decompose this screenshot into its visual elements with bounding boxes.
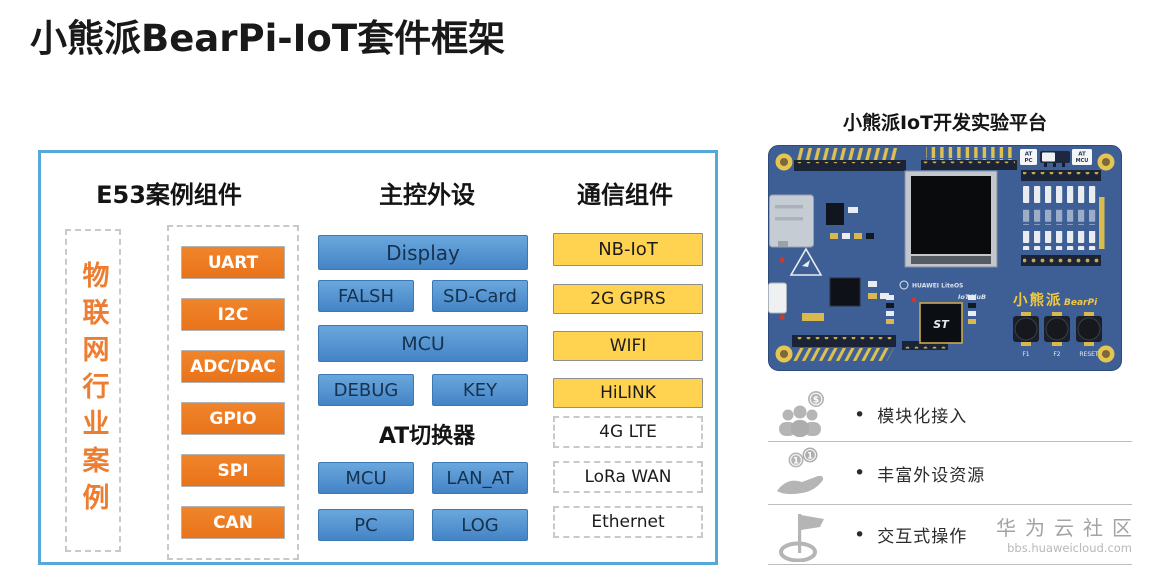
feature-label-interactive: 交互式操作: [877, 527, 968, 547]
framework-diagram: E53案例组件 物联网行业案例 UART I2C ADC/DAC GPIO SP…: [38, 150, 718, 565]
mcu-chip: ST: [919, 302, 963, 344]
f2-button-label: F2: [1053, 351, 1060, 358]
iot-industry-case-label: 物联网行业案例: [77, 261, 109, 520]
iotclub-label: IoTCluB: [958, 293, 986, 301]
e53-module-can: CAN: [181, 506, 285, 539]
f1-button-label: F1: [1022, 351, 1029, 358]
e53-module-gpio: GPIO: [181, 402, 285, 435]
watermark-name: 华为云社区: [996, 516, 1141, 540]
at-mcu-label-line2: MCU: [1076, 158, 1089, 164]
brand-cn-label: 小熊派: [1013, 291, 1063, 309]
peripherals-column-header: 主控外设: [379, 181, 475, 209]
at-switch-lan-at: LAN_AT: [432, 462, 528, 494]
lcd-screen: [904, 170, 998, 268]
peripheral-sd-card: SD-Card: [432, 280, 528, 312]
board-silkscreen: HUAWEI LiteOS IoTCluB: [899, 280, 986, 301]
comm-hilink: HiLINK: [553, 378, 703, 408]
usb-port: [768, 282, 787, 314]
right-component-area: [1021, 170, 1105, 266]
peripheral-debug: DEBUG: [318, 374, 414, 406]
at-switch-mcu: MCU: [318, 462, 414, 494]
dev-board-photo: AT PC AT MCU: [768, 145, 1122, 371]
at-mcu-label-line1: AT: [1078, 152, 1086, 158]
liteos-label: HUAWEI LiteOS: [912, 283, 963, 290]
at-pc-label-line2: PC: [1024, 158, 1032, 164]
comm-wifi: WIFI: [553, 331, 703, 361]
feature-label-modular: 模块化接入: [877, 407, 968, 427]
sd-card-slot: [769, 194, 814, 248]
comm-4g-lte: 4G LTE: [553, 416, 703, 448]
brand-en-label: BearPi: [1064, 298, 1098, 308]
feature-bullet: •: [854, 403, 866, 426]
comm-2g-gprs: 2G GPRS: [553, 284, 703, 314]
platform-title: 小熊派IoT开发实验平台: [842, 112, 1048, 134]
board-components: [779, 203, 976, 361]
peripheral-mcu: MCU: [318, 325, 528, 362]
reset-button-label: RESET: [1079, 351, 1099, 358]
peripheral-falsh: FALSH: [318, 280, 414, 312]
feature-label-peripherals: 丰富外设资源: [877, 465, 986, 486]
feature-row-peripherals: 1 1 • 丰富外设资源: [768, 442, 1132, 505]
top-pin-headers: [794, 147, 1017, 171]
at-mcu-label: [1072, 149, 1092, 165]
st-logo: ST: [933, 318, 950, 331]
users-coin-icon: $: [779, 390, 824, 437]
comm-ethernet: Ethernet: [553, 506, 703, 538]
mode-switch: [1040, 151, 1070, 167]
coin-one-glyph-a: 1: [793, 457, 799, 467]
feature-row-interactive: • 交互式操作: [768, 505, 1132, 565]
feature-bullet: •: [854, 462, 866, 484]
peripheral-key: KEY: [432, 374, 528, 406]
e53-module-adc-dac: ADC/DAC: [181, 350, 285, 383]
comm-nb-iot: NB-IoT: [553, 233, 703, 266]
coin-one-glyph-b: 1: [807, 452, 813, 462]
watermark: 华为云社区 bbs.huaweicloud.com: [950, 516, 1132, 555]
at-switch-header: AT切换器: [378, 424, 476, 449]
e53-modules-box: UART I2C ADC/DAC GPIO SPI CAN: [167, 225, 299, 560]
peripheral-display: Display: [318, 235, 528, 270]
at-pc-label: [1020, 149, 1037, 165]
feature-bullet: •: [854, 523, 866, 546]
feature-row-modular: $ • 模块化接入: [768, 388, 1132, 442]
watermark-url: bbs.huaweicloud.com: [1007, 541, 1132, 555]
page-title: 小熊派BearPi-IoT套件框架: [30, 17, 506, 60]
coin-dollar-glyph: $: [813, 395, 819, 405]
at-switch-pc: PC: [318, 509, 414, 541]
e53-module-i2c: I2C: [181, 298, 285, 331]
board-buttons: F1 F2 RESET: [1013, 312, 1102, 358]
e53-module-spi: SPI: [181, 454, 285, 487]
comm-column-header: 通信组件: [577, 181, 673, 209]
at-pc-label-line1: AT: [1025, 152, 1033, 158]
at-switch-log: LOG: [432, 509, 528, 541]
e53-column-header: E53案例组件: [96, 181, 242, 209]
iot-industry-case-box: 物联网行业案例: [65, 229, 121, 552]
mounting-holes: [775, 153, 1115, 363]
e53-module-uart: UART: [181, 246, 285, 279]
flag-icon: [779, 513, 824, 562]
hand-coins-icon: 1 1: [777, 447, 824, 495]
comm-lora-wan: LoRa WAN: [553, 461, 703, 493]
